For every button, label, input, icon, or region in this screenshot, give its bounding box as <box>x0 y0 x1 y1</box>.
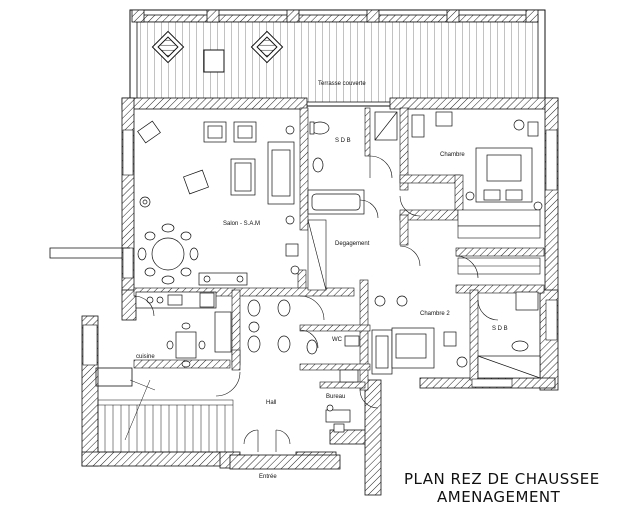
label-cuisine: cuisine <box>136 354 155 360</box>
windows <box>82 129 558 388</box>
coffee-table <box>230 158 256 196</box>
left-annex <box>49 247 133 387</box>
dining-table <box>151 237 185 271</box>
staircase <box>97 379 234 453</box>
doors <box>133 155 499 452</box>
terrace-posts <box>131 9 539 23</box>
wc-fixtures <box>306 335 360 355</box>
hallway-closet <box>307 219 327 291</box>
hall-furniture <box>247 299 291 353</box>
label-sdb-1: S D B <box>335 138 351 144</box>
bathroom-2-fixtures <box>477 291 541 379</box>
label-terrasse: Terrasse couverte <box>318 81 366 87</box>
label-sdb-2: S D B <box>492 326 508 332</box>
label-wc: WC <box>332 337 343 343</box>
terrace-planter-2 <box>250 30 284 64</box>
label-bureau: Bureau <box>326 394 345 400</box>
bathroom-1-fixtures <box>307 111 398 215</box>
single-bed <box>391 327 435 369</box>
plan-subtitle: AMENAGEMENT <box>437 488 561 506</box>
label-entree: Entrée <box>259 474 277 480</box>
bedroom-furniture <box>411 111 543 211</box>
label-chambre-2: Chambre 2 <box>420 311 450 317</box>
kitchen-furniture <box>135 291 232 368</box>
salon-furniture <box>137 120 300 286</box>
desk <box>325 409 351 423</box>
label-chambre: Chambre <box>440 152 465 158</box>
terrace: Terrasse couverte <box>129 9 546 107</box>
kitchen-table <box>175 331 197 359</box>
label-degagement: Degagement <box>335 241 370 247</box>
sideboard <box>198 272 248 286</box>
wardrobes <box>457 209 541 275</box>
label-hall: Hall <box>266 400 276 406</box>
terrace-planter-1 <box>151 30 185 64</box>
terrace-table <box>203 49 225 73</box>
label-salon: Salon - S.A.M <box>223 221 260 227</box>
armchair <box>137 120 161 144</box>
plan-title: PLAN REZ DE CHAUSSEE <box>404 470 600 488</box>
bedroom-2-furniture <box>371 295 468 375</box>
office-furniture <box>325 369 359 433</box>
